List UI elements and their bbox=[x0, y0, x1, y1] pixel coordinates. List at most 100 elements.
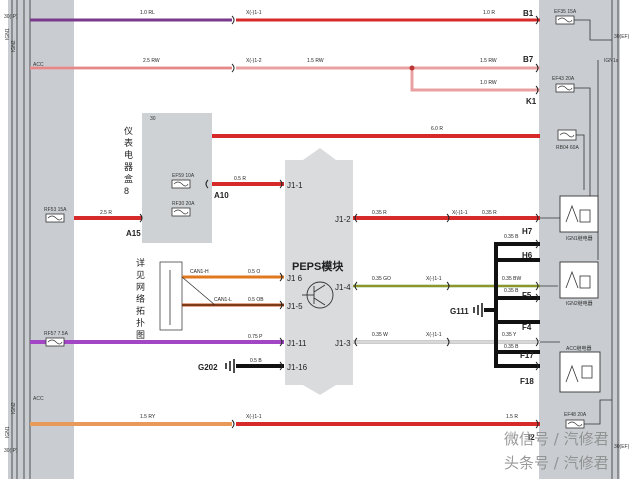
wire-w1-splice: X(-)1-1 bbox=[246, 10, 262, 16]
network-note-box bbox=[159, 261, 183, 331]
fuse-ef43 bbox=[555, 83, 575, 93]
wire-w10-label: 0.35 GO bbox=[372, 276, 391, 282]
relay-ign1 bbox=[559, 195, 599, 233]
wire-w8-name: CAN1-H bbox=[190, 269, 209, 275]
connector-b1: B1 bbox=[523, 9, 534, 18]
wire-w7-label-right: 0.35 R bbox=[482, 210, 497, 216]
wire-w11-splice: X(-)1-1 bbox=[426, 332, 442, 338]
peps-module-title: PEPS模块 bbox=[292, 259, 344, 273]
wire-w13-label: 0.5 B bbox=[250, 358, 262, 364]
bus-label-30ef: 30(EF) bbox=[614, 34, 630, 40]
network-note-char-3: 网 bbox=[136, 282, 145, 292]
fusebox-pin-top: 30 bbox=[150, 116, 156, 122]
can-link-lines bbox=[169, 270, 216, 325]
relay-ign2 bbox=[559, 261, 599, 299]
wire-w10-splice: X(-)1-1 bbox=[426, 276, 442, 282]
connector-i2: I2 bbox=[528, 433, 535, 442]
bus-label-ign1: IGN1 bbox=[5, 28, 11, 40]
splice-point bbox=[409, 65, 415, 71]
connector-b7: B7 bbox=[523, 55, 534, 64]
fuse-rb04 bbox=[557, 129, 577, 141]
bus-label-acc-b: ACC bbox=[33, 396, 44, 402]
left-bus-panel bbox=[8, 0, 74, 479]
ground-g111-symbol bbox=[473, 303, 483, 317]
connector-f4: F4 bbox=[522, 323, 532, 332]
wire-f17-b-label: 0.35 B bbox=[504, 344, 519, 350]
connector-a10: A10 bbox=[214, 191, 229, 200]
splice-markers bbox=[446, 213, 450, 347]
right-fuse-panel bbox=[539, 0, 620, 479]
wire-w14-splice: X(-)1-1 bbox=[246, 414, 262, 420]
network-note-char-5: 拓 bbox=[136, 305, 145, 316]
wire-w10-label-right: 0.35 BW bbox=[502, 276, 521, 282]
wire-w2-label-right: 1.5 RW bbox=[480, 58, 497, 64]
pin-j1-6: J1 6 bbox=[287, 274, 303, 283]
wire-w2-label-mid: 1.5 RW bbox=[307, 58, 324, 64]
watermark-line2: 头条号 / 汽修君 bbox=[504, 454, 609, 472]
wire-w4-label: 6.0 R bbox=[431, 126, 443, 132]
fusebox-title-char-2: 表 bbox=[124, 137, 133, 148]
ground-g202-symbol bbox=[225, 359, 235, 373]
network-note-char-1: 详 bbox=[136, 257, 145, 268]
wire-w14-label-left: 1.5 RY bbox=[140, 414, 156, 420]
wire-w5-label: 0.5 R bbox=[234, 176, 246, 182]
connector-a15: A15 bbox=[126, 229, 141, 238]
ground-g202-label: G202 bbox=[198, 363, 218, 372]
pin-j1-11: J1-11 bbox=[287, 339, 307, 348]
connector-k1: K1 bbox=[526, 97, 537, 106]
pin-j1-2: J1-2 bbox=[335, 215, 351, 224]
relay-acc bbox=[559, 351, 601, 393]
wire-w1-label-left: 1.0 RL bbox=[140, 10, 155, 16]
peps-module-body bbox=[285, 148, 353, 395]
wire-w7-splice: X(-)1-1 bbox=[452, 210, 468, 216]
fuse-rf57 bbox=[45, 337, 65, 347]
fusebox-number: 8 bbox=[124, 186, 129, 196]
wire-h7-b-label: 0.35 B bbox=[504, 234, 519, 240]
fuse-rb04-label: RB04 60A bbox=[556, 145, 579, 151]
relay-ign1-label: IGN1继电器 bbox=[566, 235, 593, 242]
bus-label-ign1-b: IGN1 bbox=[5, 426, 11, 438]
bus-label-30ip-b: 30(IP) bbox=[4, 448, 18, 454]
pin-j1-1: J1-1 bbox=[287, 181, 303, 190]
wire-w3 bbox=[410, 68, 540, 92]
relay-ign2-label: IGN2继电器 bbox=[566, 300, 593, 307]
wire-w3-label: 1.0 RW bbox=[480, 80, 497, 86]
bus-label-ign1a: IGN1a bbox=[604, 58, 619, 64]
network-note-char-2: 见 bbox=[136, 270, 145, 280]
watermark-line1: 微信号 / 汽修君 bbox=[504, 430, 609, 448]
pin-terminals bbox=[139, 15, 539, 429]
wire-w12-label: 0.75 P bbox=[248, 334, 263, 340]
ground-bus bbox=[494, 242, 540, 368]
wire-w14-label-right: 1.5 R bbox=[506, 414, 518, 420]
wire-w8-label: 0.5 O bbox=[248, 269, 260, 275]
pin-j1-3: J1-3 bbox=[335, 339, 351, 348]
pin-j1-16: J1-16 bbox=[287, 363, 308, 372]
fuse-ef35 bbox=[555, 15, 575, 25]
wire-w11-label-left: 0.35 W bbox=[372, 332, 388, 338]
bus-label-ign2-b: IGN2 bbox=[11, 402, 17, 414]
fusebox-title-char-5: 盒 bbox=[124, 173, 133, 184]
fuse-ef59-label: EF59 10A bbox=[172, 173, 195, 179]
connector-f17: F17 bbox=[520, 351, 534, 360]
bus-label-ign2: IGN2 bbox=[11, 40, 17, 52]
fuse-rf53 bbox=[45, 213, 65, 223]
wire-w1-label-right: 1.0 R bbox=[483, 10, 495, 16]
fuse-ef35-label: EF35 15A bbox=[554, 9, 577, 15]
wire-w9-name: CAN1-L bbox=[214, 297, 232, 303]
fusebox-title-char-1: 仪 bbox=[124, 126, 133, 136]
wire-w7-label-left: 0.35 R bbox=[372, 210, 387, 216]
peps-transistor-symbol bbox=[302, 281, 334, 309]
connector-f5: F5 bbox=[522, 291, 532, 300]
fuse-ef43-label: EF43 20A bbox=[552, 76, 575, 82]
network-note-char-7: 图 bbox=[136, 330, 145, 340]
fuse-rf30-label: RF30 20A bbox=[172, 201, 195, 207]
bus-label-30ef-b: 30(EF) bbox=[614, 444, 630, 450]
instrument-fusebox-panel bbox=[142, 113, 212, 243]
fuse-ef59 bbox=[171, 179, 191, 189]
fuse-ef48 bbox=[565, 419, 585, 429]
wire-w11-label-right: 0.35 Y bbox=[502, 332, 517, 338]
connector-h6: H6 bbox=[522, 251, 533, 260]
left-bus-lines bbox=[11, 0, 31, 479]
